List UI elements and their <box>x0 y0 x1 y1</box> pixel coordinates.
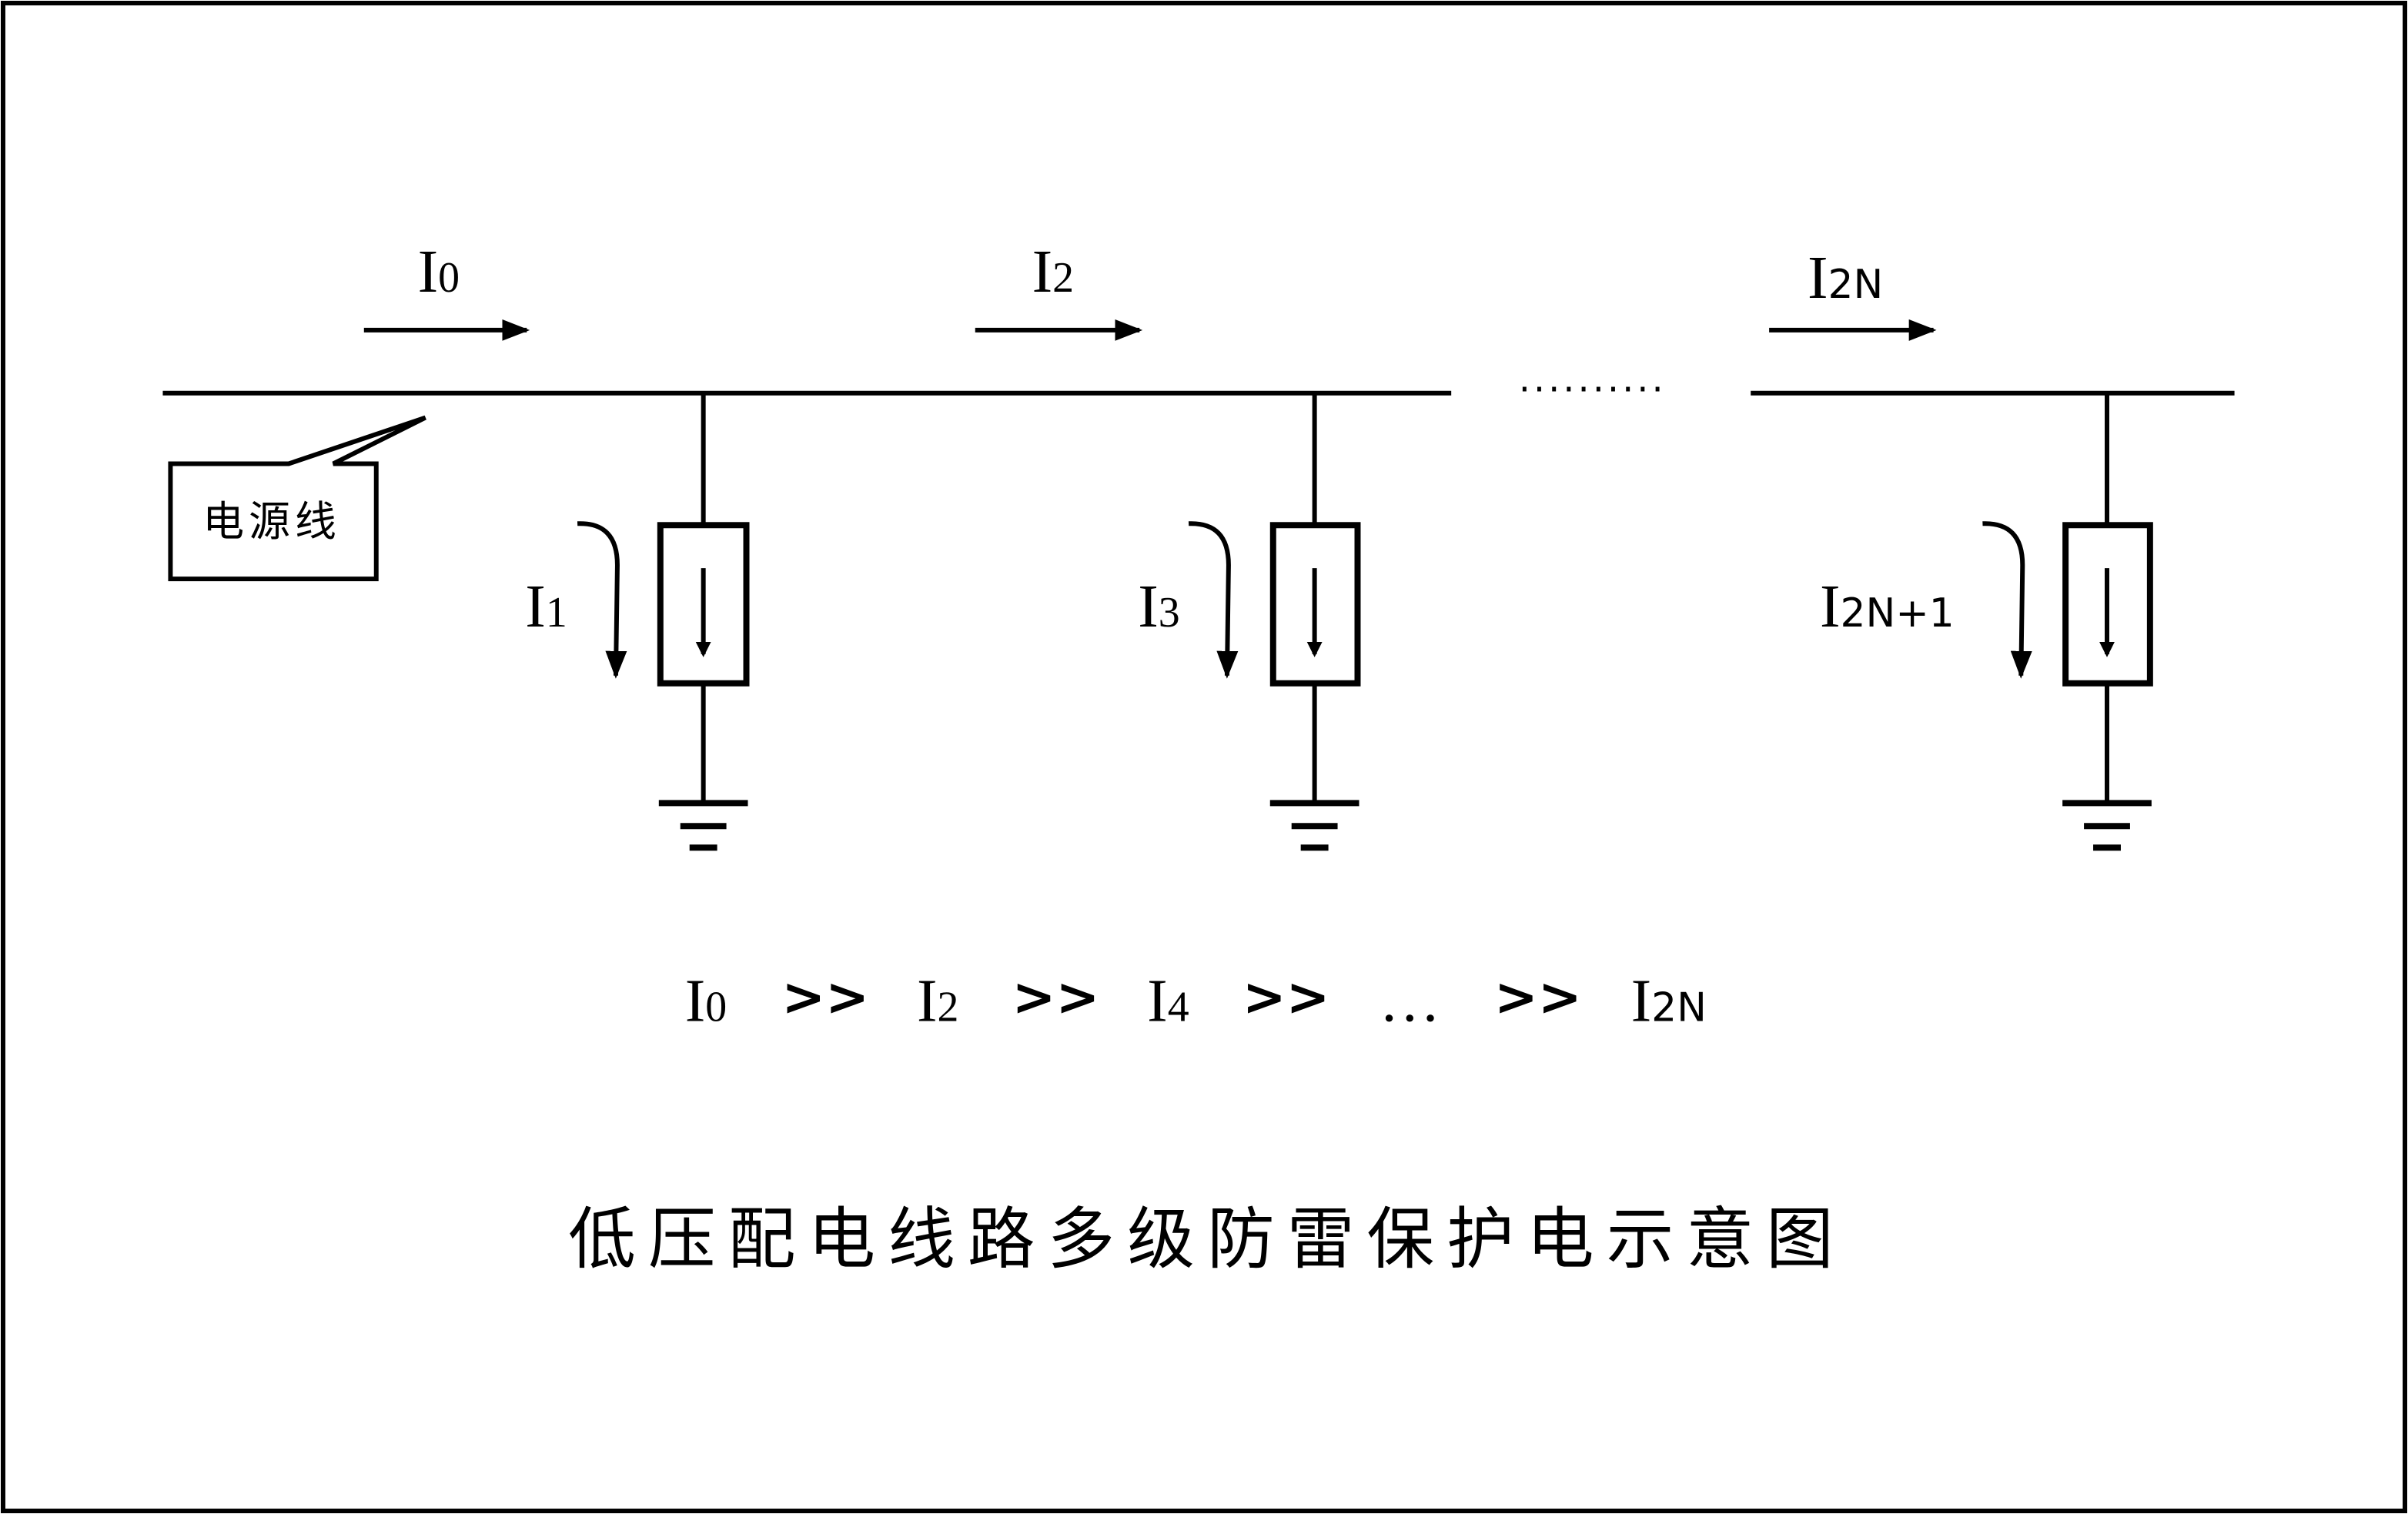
svg-text:I0: I0 <box>685 968 727 1035</box>
diagram-title: 低压配电线路多级防雷保护电示意图 <box>568 1200 1846 1278</box>
svg-text:>>: >> <box>1494 967 1582 1028</box>
svg-text:>>: >> <box>1012 967 1100 1028</box>
current-arrow-i2n1 <box>1982 521 2032 679</box>
label-i0: I0 <box>418 238 460 306</box>
continuation-dots: ·········· <box>1519 369 1667 412</box>
branch-n: I2N+1 <box>1820 393 2153 851</box>
svg-text:I4: I4 <box>1147 968 1189 1035</box>
ground-icon <box>2062 800 2152 851</box>
callout-label: 电源线 <box>202 497 341 546</box>
label-i2n1: I2N+1 <box>1820 573 1955 640</box>
branch-1: I1 <box>525 393 750 851</box>
svg-text:I2: I2 <box>917 968 958 1035</box>
ground-icon <box>658 800 748 851</box>
label-i3: I3 <box>1138 573 1179 640</box>
ground-icon <box>1269 800 1360 851</box>
current-relation: I0 >> I2 >> I4 >> … >> I2N <box>685 967 1707 1035</box>
svg-text:>>: >> <box>1242 967 1330 1028</box>
current-arrow-i1 <box>577 521 627 679</box>
label-i1: I1 <box>525 573 567 640</box>
label-i2: I2 <box>1032 238 1074 306</box>
current-arrow-i3 <box>1188 521 1239 679</box>
svg-text:I2N: I2N <box>1631 968 1707 1035</box>
label-i2n: I2N <box>1808 244 1883 312</box>
svg-text:…: … <box>1379 968 1440 1035</box>
power-line-callout: 电源线 <box>168 415 426 582</box>
svg-text:>>: >> <box>781 967 869 1028</box>
branch-2: I3 <box>1138 393 1361 851</box>
